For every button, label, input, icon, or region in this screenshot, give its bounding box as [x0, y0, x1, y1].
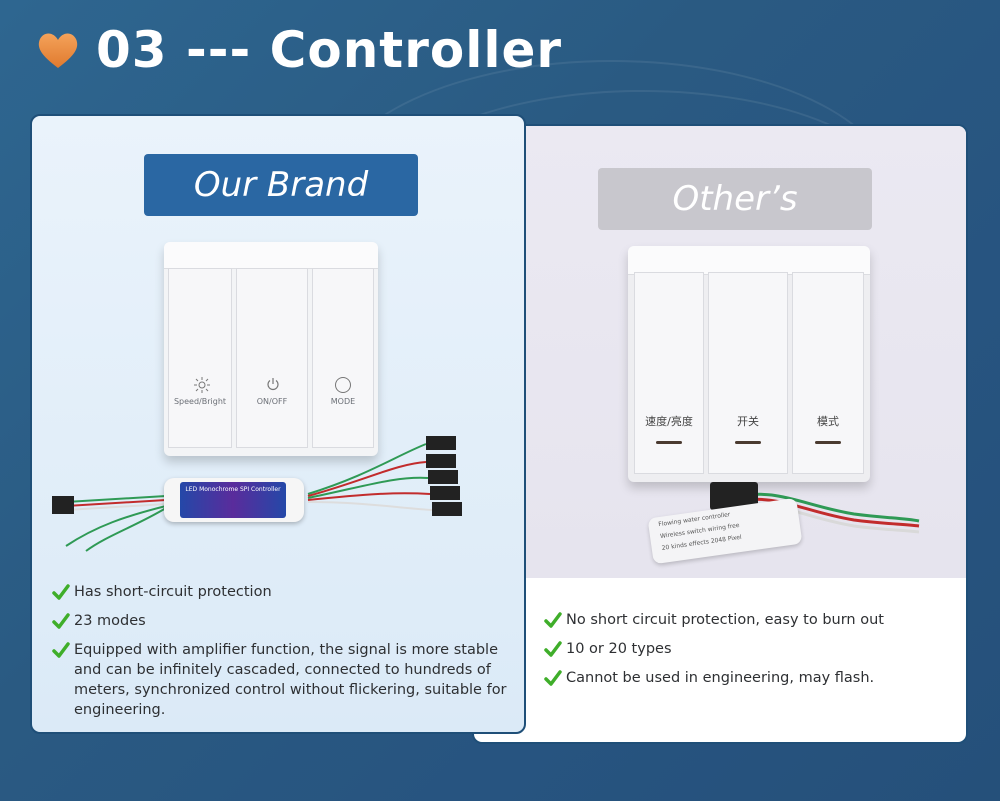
check-icon: [52, 613, 70, 629]
others-controller-wires: [710, 482, 920, 534]
our-switch-panel: Speed/Bright ON/OFF MODE: [164, 242, 378, 456]
list-item: No short circuit protection, easy to bur…: [544, 610, 944, 630]
others-key-label: 开关: [737, 415, 759, 428]
brightness-icon: [194, 377, 210, 393]
others-key-mode: 模式: [792, 272, 864, 474]
others-panel: Other’s 速度/亮度 开关 模式 Flowing w: [472, 124, 968, 744]
controller-label-sticker: LED Monochrome SPI Controller: [180, 482, 286, 518]
indicator-light: [656, 441, 682, 444]
others-feature-list: No short circuit protection, easy to bur…: [544, 610, 944, 697]
check-icon: [52, 642, 70, 658]
our-brand-panel: Our Brand Speed/Bright ON/OFF MODE: [30, 114, 526, 734]
key-on-off: ON/OFF: [236, 268, 308, 448]
list-item: Equipped with amplifier function, the si…: [52, 640, 508, 720]
others-label: Other’s: [598, 168, 872, 230]
others-switch-panel: 速度/亮度 开关 模式: [628, 246, 870, 482]
check-icon: [52, 584, 70, 600]
others-key-speed: 速度/亮度: [634, 272, 704, 474]
others-key-label: 速度/亮度: [645, 415, 693, 428]
check-icon: [544, 670, 562, 686]
check-icon: [544, 612, 562, 628]
our-feature-list: Has short-circuit protection 23 modes Eq…: [52, 582, 508, 729]
page-title: 03 --- Controller: [96, 21, 563, 79]
indicator-light: [735, 441, 761, 444]
key-speed-bright: Speed/Bright: [168, 268, 232, 448]
others-key-label: 模式: [817, 415, 839, 428]
our-controller-wires: [52, 436, 462, 552]
indicator-light: [815, 441, 841, 444]
power-icon: [267, 378, 279, 391]
key-label: ON/OFF: [256, 397, 288, 406]
list-item: Cannot be used in engineering, may flash…: [544, 668, 944, 688]
our-controller-box: LED Monochrome SPI Controller: [164, 478, 304, 522]
heart-icon: [38, 33, 78, 68]
mode-icon: [335, 377, 351, 393]
list-item: 23 modes: [52, 611, 508, 631]
key-mode: MODE: [312, 268, 374, 448]
list-item: Has short-circuit protection: [52, 582, 508, 602]
key-label: Speed/Bright: [173, 397, 227, 406]
others-product-photo: Other’s 速度/亮度 开关 模式 Flowing w: [474, 126, 966, 578]
key-label: MODE: [330, 397, 356, 406]
our-brand-label: Our Brand: [144, 154, 418, 216]
page-header: 03 --- Controller: [34, 18, 562, 82]
others-key-power: 开关: [708, 272, 788, 474]
list-item: 10 or 20 types: [544, 639, 944, 659]
check-icon: [544, 641, 562, 657]
